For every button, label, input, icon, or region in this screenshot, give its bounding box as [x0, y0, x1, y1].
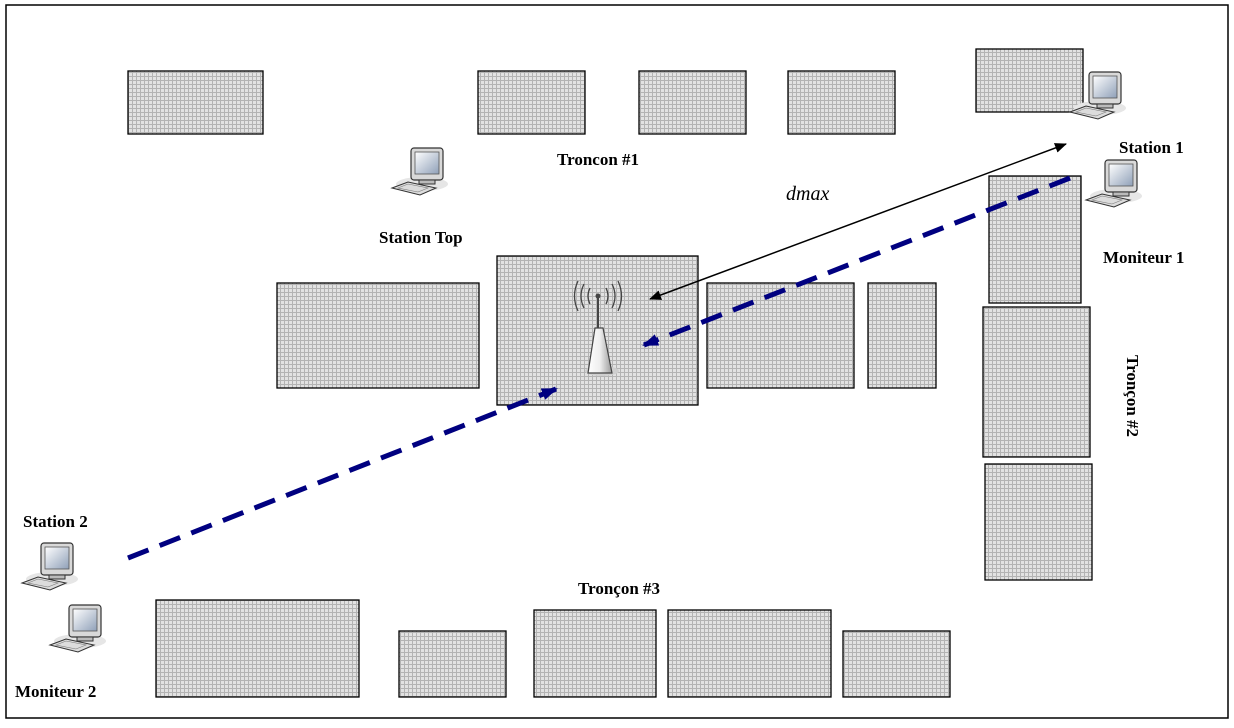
block — [638, 70, 747, 135]
block — [787, 70, 896, 135]
block — [842, 630, 951, 698]
block — [988, 175, 1082, 304]
label-troncon-1: Troncon #1 — [557, 150, 639, 169]
wireless-access-point-icon — [573, 280, 623, 376]
block — [975, 48, 1084, 113]
label-dmax: dmax — [786, 183, 829, 205]
block — [667, 609, 832, 698]
dmax-distance-arrow — [649, 143, 1067, 300]
block — [477, 70, 586, 135]
wireless-link-station2 — [127, 386, 558, 561]
label-troncon-3: Tronçon #3 — [578, 579, 660, 598]
block — [533, 609, 657, 698]
diagram-frame — [5, 4, 1229, 719]
block — [982, 306, 1091, 458]
block — [155, 599, 360, 698]
block — [127, 70, 264, 135]
desktop-computer-icon — [1085, 159, 1143, 208]
block — [984, 463, 1093, 581]
wireless-link-moniteur1 — [642, 175, 1071, 348]
desktop-computer-icon — [21, 542, 79, 591]
label-troncon-2: Tronçon #2 — [1123, 355, 1142, 437]
label-moniteur-1: Moniteur 1 — [1103, 248, 1184, 267]
desktop-computer-icon — [391, 147, 449, 196]
label-station-2: Station 2 — [23, 512, 88, 531]
label-station-top: Station Top — [379, 228, 463, 247]
block — [398, 630, 507, 698]
block — [867, 282, 937, 389]
block — [706, 282, 855, 389]
label-station-1: Station 1 — [1119, 138, 1184, 157]
desktop-computer-icon — [49, 604, 107, 653]
label-moniteur-2: Moniteur 2 — [15, 682, 96, 701]
block — [276, 282, 480, 389]
